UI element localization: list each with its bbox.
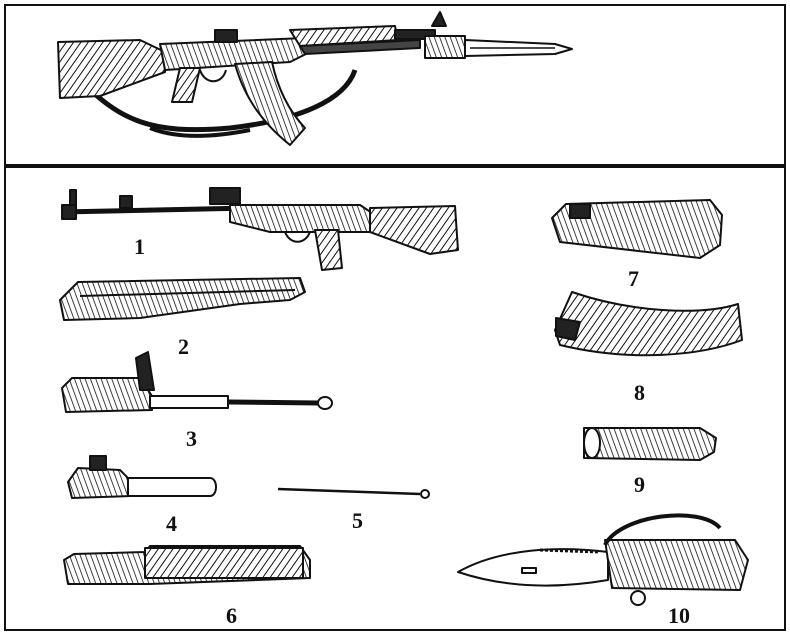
part-2-receiver-cover	[59, 277, 306, 321]
part-4-bolt	[67, 455, 217, 499]
part-3-bolt-carrier	[61, 351, 333, 413]
part-number-1: 1	[134, 234, 145, 259]
part-8-magazine	[554, 291, 743, 357]
part-5-cleaning-rod	[277, 487, 430, 499]
assembled-rifle-panel	[4, 4, 786, 166]
part-10-bayonet	[457, 513, 749, 606]
part-number-2: 2	[178, 334, 189, 359]
part-number-4: 4	[166, 511, 177, 536]
part-number-9: 9	[634, 472, 645, 497]
part-number-5: 5	[352, 508, 363, 533]
part-number-6: 6	[226, 603, 237, 628]
assembled-rifle-drawing	[57, 11, 573, 146]
disassembled-parts-panel	[4, 166, 786, 631]
part-9-muzzle-brake	[583, 427, 717, 461]
part-number-7: 7	[628, 266, 639, 291]
part-6-gas-tube-handguard	[63, 545, 311, 585]
part-number-3: 3	[186, 426, 197, 451]
part-1-rifle-body	[61, 187, 459, 271]
part-number-8: 8	[634, 380, 645, 405]
part-7-handguard	[551, 199, 723, 259]
part-number-10: 10	[668, 603, 690, 628]
